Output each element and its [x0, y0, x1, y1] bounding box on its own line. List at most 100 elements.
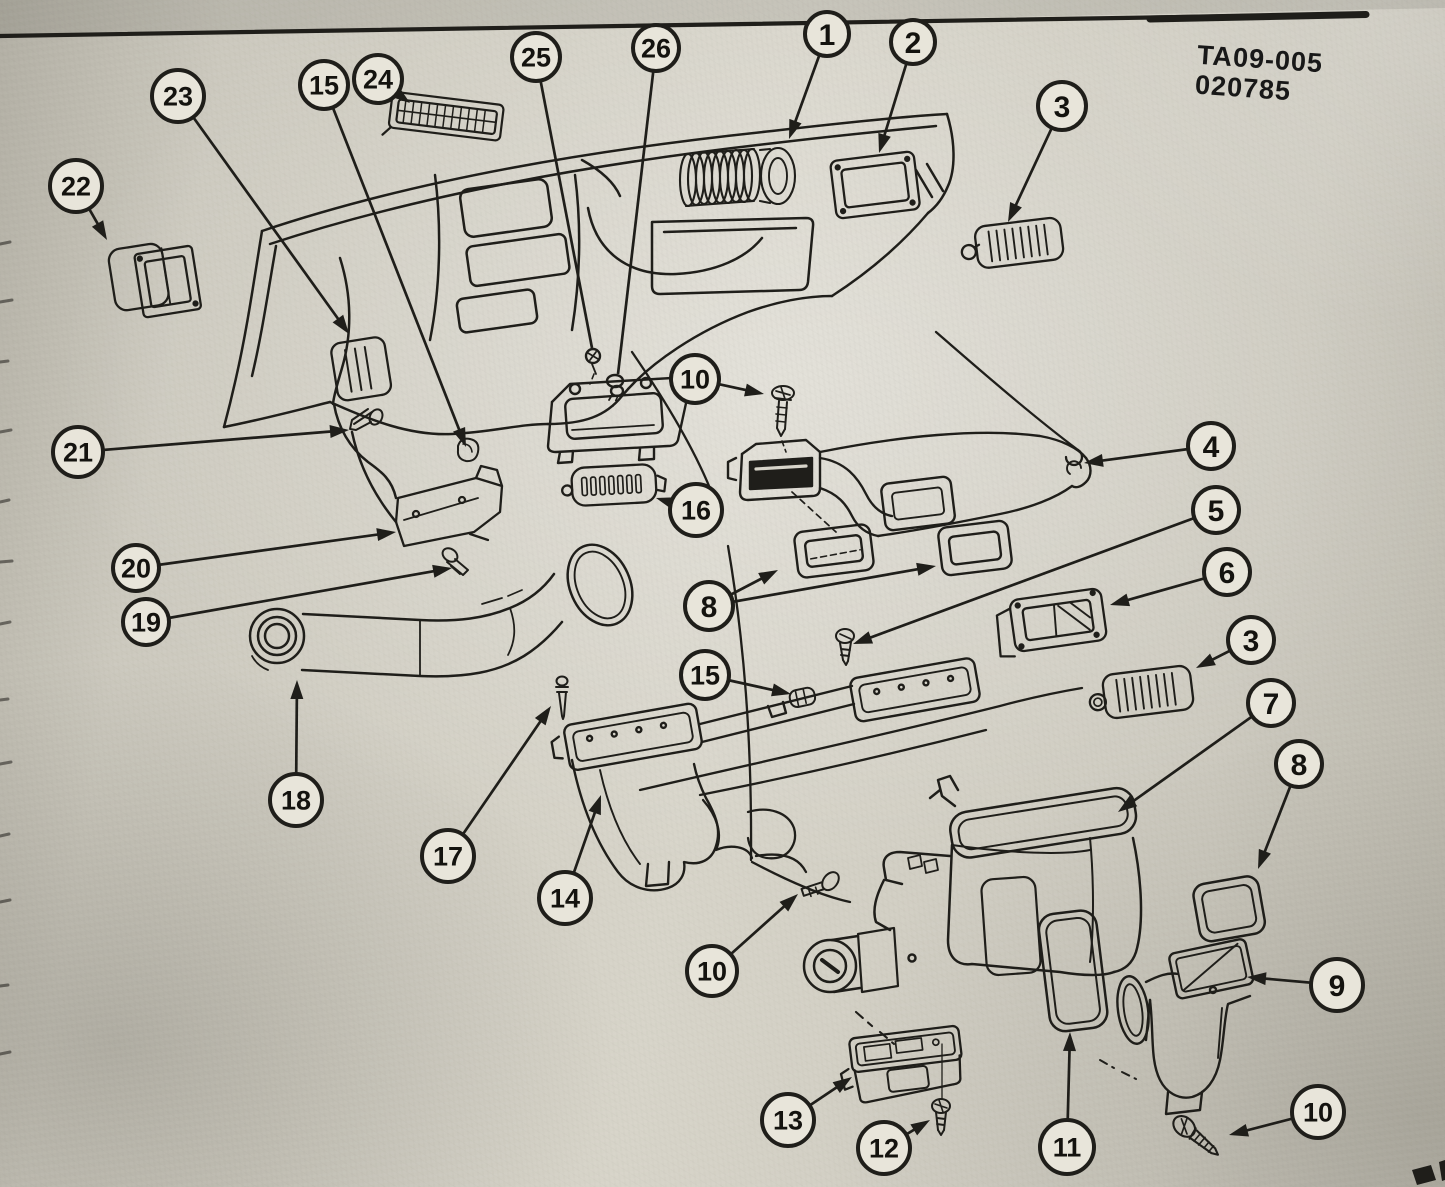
leader-arrowhead [329, 425, 349, 439]
callout-circle [510, 31, 562, 83]
heater-distributor-7 [802, 774, 1143, 1046]
callout-number: 16 [681, 496, 711, 526]
side-demister-22 [107, 242, 202, 319]
steering-column-cover-20 [394, 464, 504, 548]
callout-number: 23 [163, 82, 193, 112]
callout-20-29: 20 [111, 543, 161, 593]
callout-circle [1036, 80, 1088, 132]
callout-circle [121, 597, 171, 647]
callout-number: 11 [1053, 1133, 1082, 1163]
louver-vent-3-lower [1088, 664, 1195, 720]
callout-4-12: 4 [1186, 421, 1236, 471]
slotted-vent-16 [561, 463, 667, 507]
leader-line-8 [708, 566, 925, 608]
callout-10-19: 10 [1290, 1084, 1346, 1140]
vent-bezel-8-left [793, 523, 875, 579]
callout-13-21: 13 [760, 1092, 816, 1148]
screw-19 [441, 547, 469, 576]
callout-8-11: 8 [683, 580, 735, 632]
leader-line-26 [616, 47, 658, 375]
center-duct-4 [726, 431, 1092, 538]
leader-arrowhead [332, 314, 349, 334]
callout-number: 17 [433, 842, 463, 872]
callout-circle [1226, 615, 1276, 665]
leader-line-17 [446, 715, 546, 857]
callout-circle [668, 482, 724, 538]
seal-11 [1037, 909, 1109, 1033]
callout-number: 13 [773, 1106, 803, 1136]
vent-housing-25-26 [546, 347, 690, 465]
callout-number: 24 [363, 65, 393, 95]
leader-arrowhead [1084, 454, 1104, 467]
vent-bezel-8-right [937, 519, 1013, 577]
screw-10-mid [800, 871, 840, 898]
callout-number: 4 [1203, 431, 1220, 464]
leader-arrowhead [432, 564, 452, 578]
callout-circle [685, 944, 739, 998]
leader-line-15 [322, 84, 463, 437]
callout-21-30: 21 [51, 425, 105, 479]
callout-18-26: 18 [268, 772, 324, 828]
leader-arrowhead [878, 132, 891, 153]
callout-circle [1186, 421, 1236, 471]
callout-number: 3 [1243, 625, 1260, 658]
callout-number: 19 [131, 608, 161, 638]
distribution-duct-14 [550, 657, 981, 892]
leader-arrowhead [779, 894, 798, 912]
leader-line-21 [77, 429, 338, 454]
callout-circle [669, 353, 721, 405]
callout-number: 15 [309, 71, 339, 101]
callout-number: 8 [1291, 749, 1308, 782]
callout-25-7: 25 [510, 31, 562, 83]
leader-arrowhead [1247, 972, 1267, 986]
callout-16-10: 16 [668, 482, 724, 538]
callout-circle [51, 425, 105, 479]
ashtray-13 [839, 1024, 963, 1104]
push-pin-17 [555, 675, 569, 720]
leader-arrowhead [290, 680, 304, 700]
leader-arrowhead [588, 795, 601, 816]
callout-10-23: 10 [685, 944, 739, 998]
callout-circle [1309, 957, 1365, 1013]
callout-1-0: 1 [803, 10, 851, 58]
callout-number: 3 [1054, 91, 1071, 124]
callout-number: 10 [697, 957, 727, 987]
callout-3-2: 3 [1036, 80, 1088, 132]
callout-number: 9 [1329, 970, 1346, 1003]
leader-arrowhead [789, 118, 802, 139]
leader-arrowhead [744, 383, 764, 397]
callout-circle [48, 158, 104, 214]
leader-arrowhead [376, 528, 396, 542]
callout-5-13: 5 [1191, 485, 1241, 535]
callout-15-27: 15 [679, 649, 731, 701]
callout-number: 5 [1208, 495, 1225, 528]
callout-number: 14 [550, 884, 580, 914]
callout-circle [268, 772, 324, 828]
callout-number: 21 [63, 438, 93, 468]
callout-number: 8 [701, 591, 718, 624]
callout-circle [679, 649, 731, 701]
callout-circle [1202, 547, 1252, 597]
leader-arrowhead [910, 1120, 930, 1136]
callout-circle [856, 1120, 912, 1176]
callout-circle [1274, 739, 1324, 789]
leader-arrowhead [1063, 1032, 1077, 1052]
leader-arrowhead [853, 631, 874, 644]
side-window-duct-18 [248, 543, 634, 678]
leader-arrowhead [91, 220, 107, 240]
assembly-dash-line [791, 491, 837, 533]
louver-vent-23 [330, 336, 393, 402]
callout-circle [631, 23, 681, 73]
heater-hose-1 [678, 146, 797, 208]
leader-line-23 [176, 95, 344, 326]
leader-arrowhead [1196, 653, 1216, 668]
callout-3-15: 3 [1226, 615, 1276, 665]
callout-number: 26 [641, 34, 671, 64]
screw-10-lower [1172, 1115, 1219, 1156]
callout-number: 18 [281, 786, 311, 816]
callout-22-3: 22 [48, 158, 104, 214]
clip-15-upper [456, 437, 480, 463]
callout-11-20: 11 [1038, 1118, 1096, 1176]
callout-circle [1290, 1084, 1346, 1140]
